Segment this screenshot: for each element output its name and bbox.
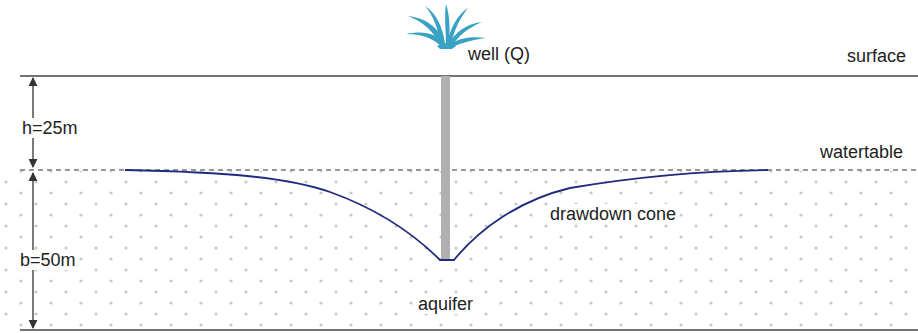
drawdown-label: drawdown cone [548, 204, 678, 224]
dimension-label: b=50m [18, 250, 78, 270]
aquifer-base-line [20, 329, 918, 331]
watertable-label: watertable [818, 142, 905, 162]
aquifer-label: aquifer [416, 294, 475, 314]
fountain-icon [406, 4, 486, 49]
surface-line [20, 75, 918, 77]
aquifer-ground [0, 171, 918, 330]
well-casing [441, 76, 450, 260]
surface-label: surface [845, 46, 908, 66]
well-label: well (Q) [466, 44, 532, 64]
drawdown-cone [125, 170, 768, 260]
dimension-label: h=25m [20, 118, 80, 138]
